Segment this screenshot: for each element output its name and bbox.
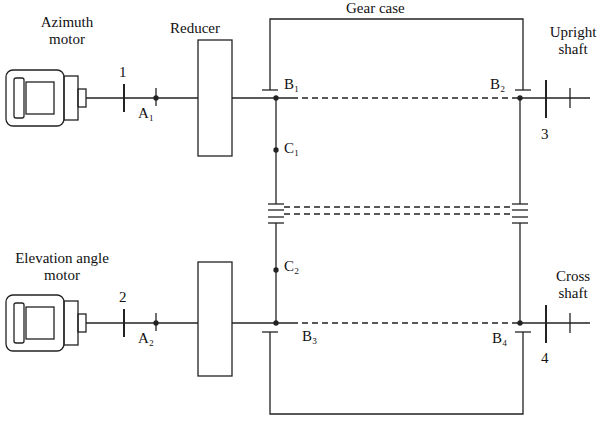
reducer-box [198,262,232,376]
part-label: Reducer [170,20,220,37]
callout-number: 2 [119,289,127,306]
gear-label: A₂ [138,330,154,347]
gear-train [268,96,528,325]
callout-number: 1 [119,64,127,81]
motor-label: Elevation angle motor [6,250,118,284]
shaft-label: Upright shaft [540,24,606,58]
gear-label: C₂ [284,258,299,275]
bearing-label: B₃ [302,328,317,345]
gear-label: C₁ [284,140,299,157]
bearing-label: B₄ [492,330,507,347]
bearing-label: B₁ [284,76,299,93]
upper-shaft [86,80,590,118]
callout-number: 3 [541,126,549,143]
elevation-motor-symbol [6,295,86,351]
gear-case-outline [262,19,531,414]
case-label: Gear case [346,0,405,17]
callout-number: 4 [541,350,549,367]
shaft-label: Cross shaft [540,268,606,302]
gear-label: A₁ [138,105,154,122]
azimuth-motor-symbol [6,70,86,126]
reducer-box [198,40,232,156]
bearing-label: B₂ [490,76,505,93]
motor-label: Azimuth motor [28,14,106,48]
lower-shaft [86,305,590,343]
